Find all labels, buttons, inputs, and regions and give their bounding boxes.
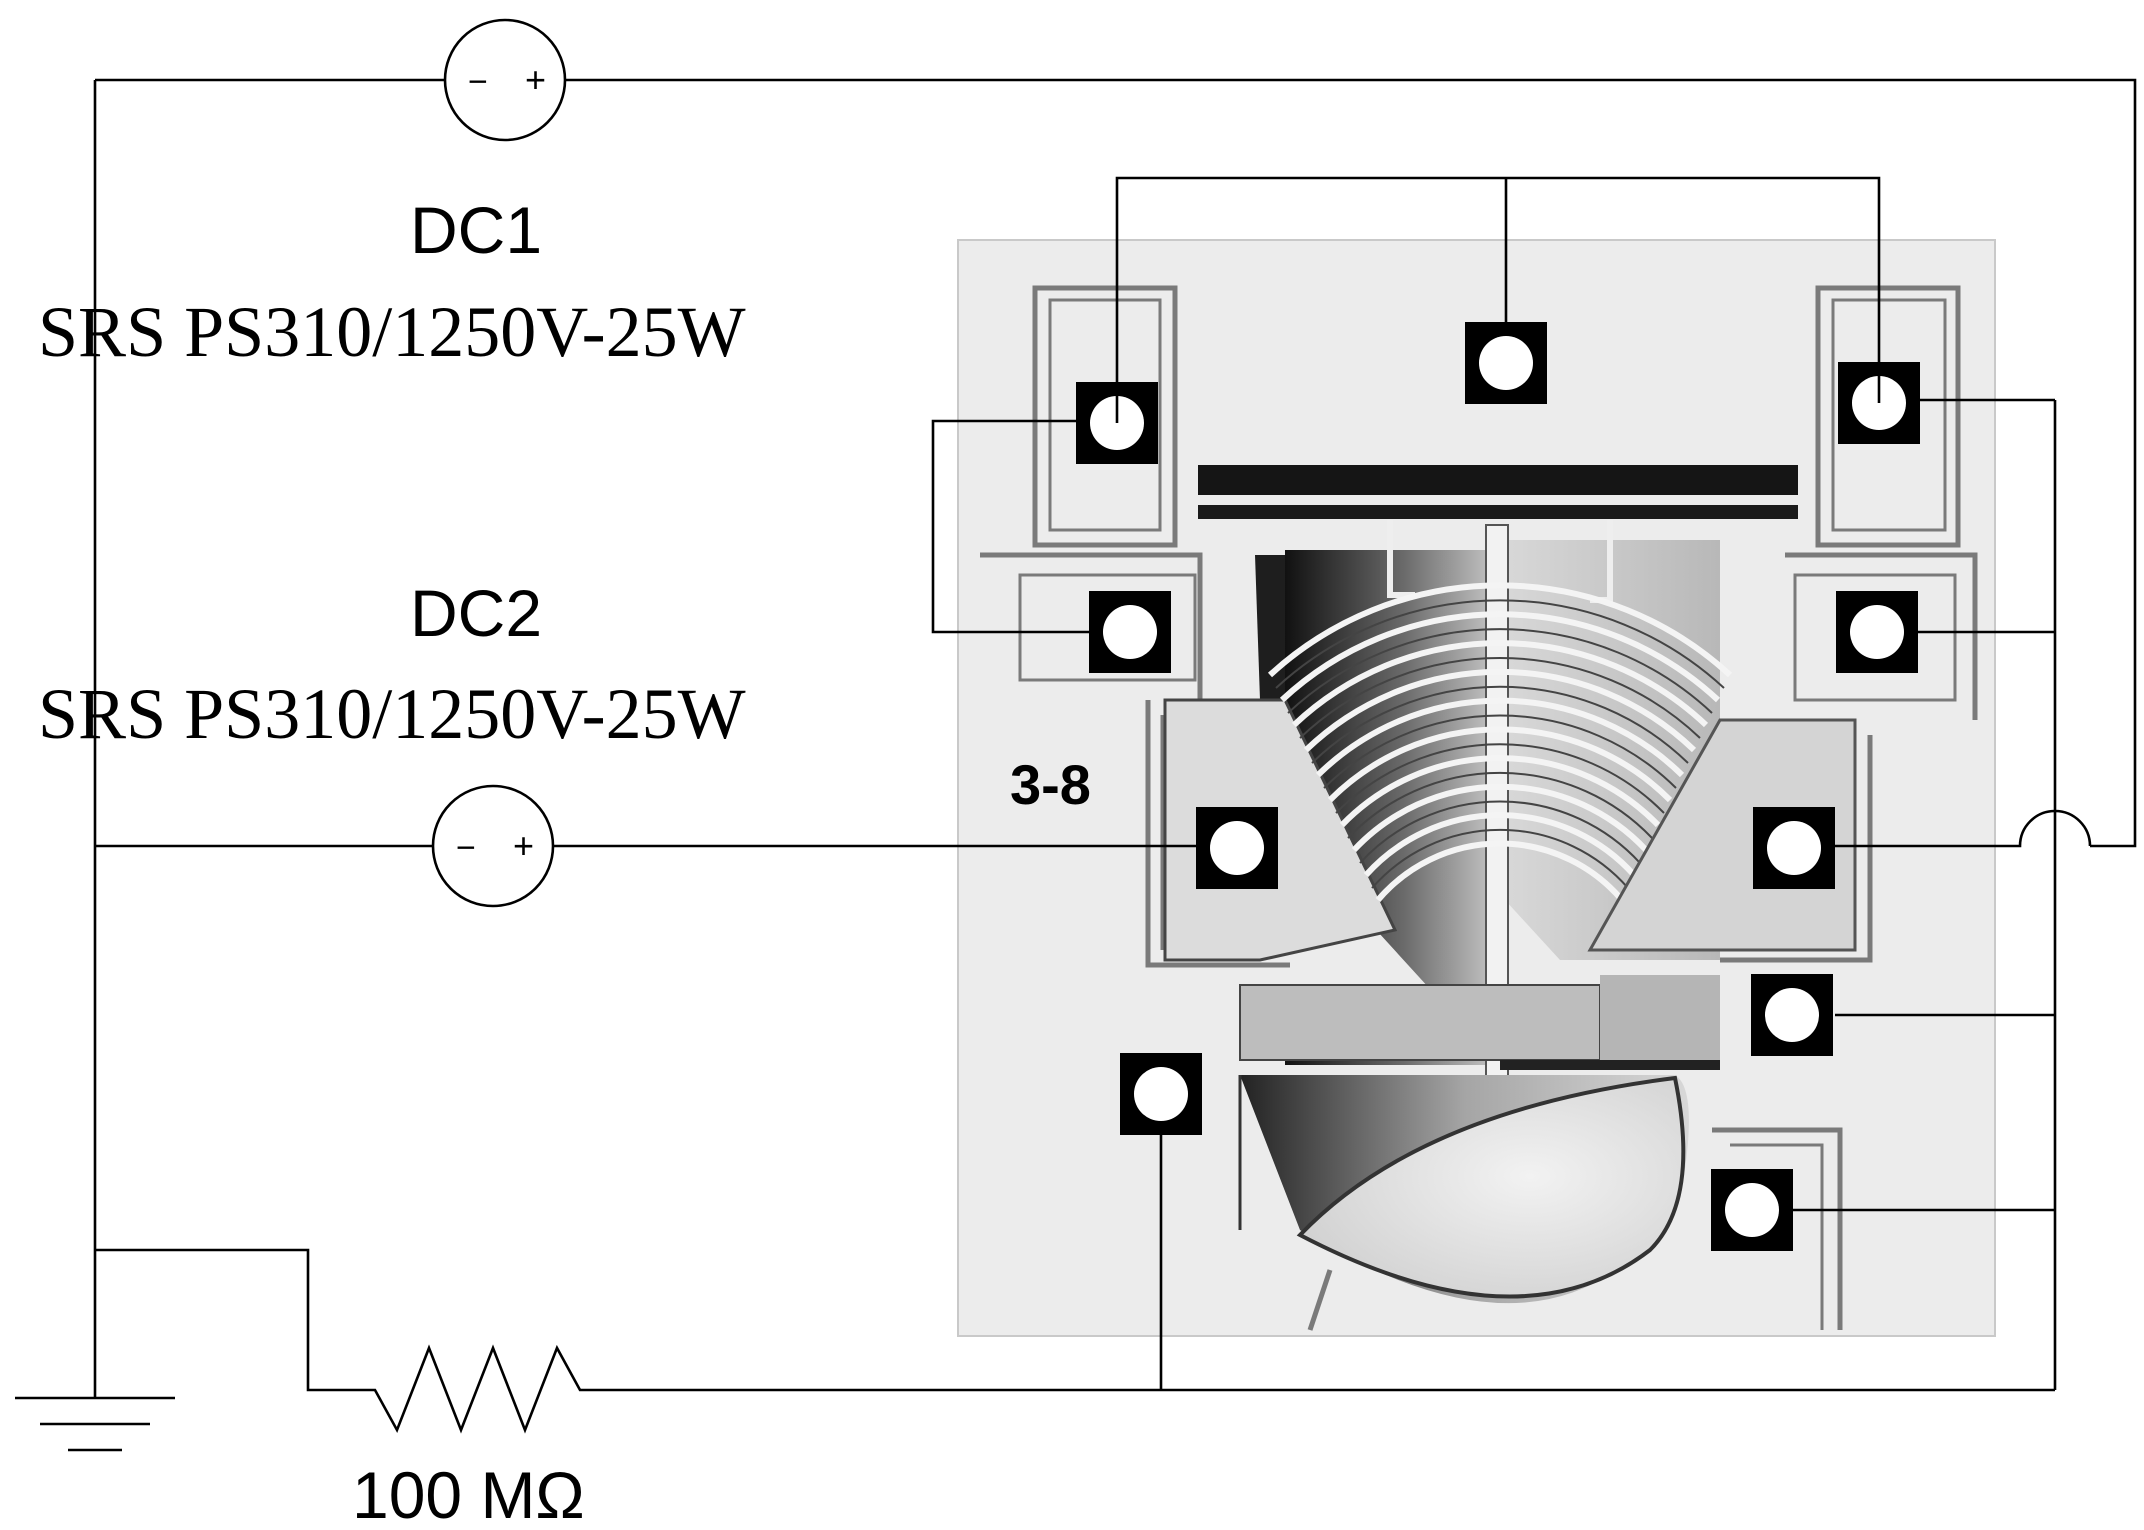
dc2-model: SRS PS310/1250V-25W — [38, 674, 746, 754]
bond-pad — [1836, 591, 1918, 673]
dc1-model: SRS PS310/1250V-25W — [38, 292, 746, 372]
chip-traces — [980, 285, 1978, 1331]
circuit-wires — [15, 78, 2137, 1452]
resistor-value: 100 MΩ — [352, 1458, 585, 1530]
bond-pad — [1751, 974, 1833, 1056]
bond-pad — [1120, 1053, 1202, 1135]
bond-pad — [1196, 807, 1278, 889]
chip-top-bar — [1198, 465, 1798, 495]
svg-text:+: + — [525, 59, 546, 100]
chip-lens — [1296, 1075, 1686, 1299]
svg-text:−: − — [468, 63, 488, 101]
svg-text:+: + — [513, 825, 534, 866]
dc1-name: DC1 — [410, 193, 542, 267]
dc1-source: − + — [443, 18, 567, 142]
bond-pad — [1753, 807, 1835, 889]
bond-pad — [1089, 591, 1171, 673]
svg-text:−: − — [456, 829, 476, 867]
mems-chip-image: 3-8 — [957, 239, 1996, 1337]
dc2-name: DC2 — [410, 576, 542, 650]
bond-pad — [1465, 322, 1547, 404]
dc2-source: − + — [431, 784, 555, 908]
comb-fingers — [1267, 582, 1733, 902]
chip-label: 3-8 — [1010, 753, 1091, 816]
bond-pad — [1711, 1169, 1793, 1251]
